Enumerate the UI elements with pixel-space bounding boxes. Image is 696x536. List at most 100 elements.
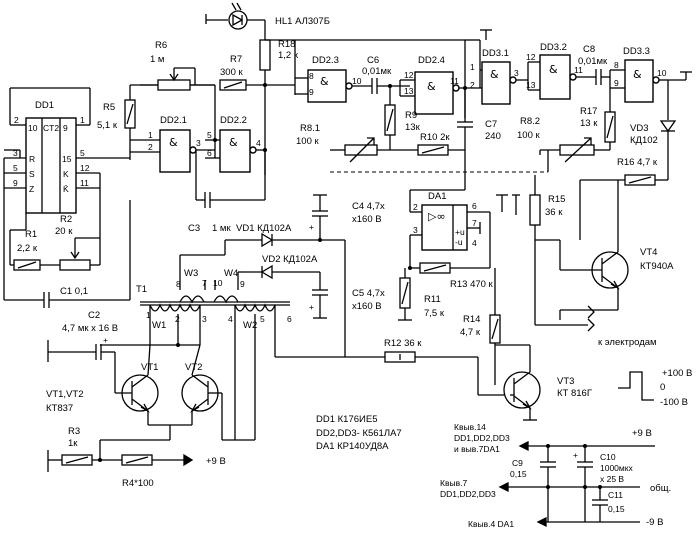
dd31-pin1: 1 — [470, 62, 475, 72]
c6-label: C6 — [367, 55, 379, 66]
pin-2: 2 — [14, 115, 19, 125]
dd33-label: DD3.3 — [623, 46, 650, 57]
dd32-pin12: 12 — [526, 52, 536, 62]
r7-label: R7 — [230, 54, 242, 65]
transistor-vt2: VT2 — [181, 344, 222, 425]
c4-label: C4 4,7х — [352, 201, 385, 212]
capacitor-c4: + C4 4,7х х160 В — [309, 194, 385, 242]
resistor-r9: R9 13к — [384, 84, 421, 150]
dd23-and: & — [320, 75, 329, 88]
capacitor-c6: C6 0,01мк — [352, 55, 410, 94]
pin-12: 12 — [80, 163, 90, 173]
vt3-value: КТ 816Г — [557, 388, 592, 399]
t1-pin10: 10 — [213, 278, 223, 288]
vd2-label: VD2 КД102А — [262, 254, 318, 265]
resistor-r18: R18 1,2 к — [259, 39, 299, 175]
pin-10: 10 — [28, 123, 38, 133]
r81-label: R8.1 — [300, 123, 320, 134]
dd33-pin10: 10 — [657, 68, 667, 78]
r2-value: 20 к — [55, 226, 73, 237]
c9-value: 0,15 — [510, 469, 527, 479]
c3-label: C3 — [188, 223, 200, 234]
da1-pin7: 7 — [472, 218, 477, 228]
k4-label: Квыв.4 DA1 — [468, 519, 514, 529]
vt12-value: КТ837 — [46, 403, 73, 414]
pin-5: 5 — [13, 163, 18, 173]
dd32-pin13: 13 — [526, 80, 536, 90]
capacitor-c3: C3 1 мк — [188, 150, 265, 234]
r4-label: R4*100 — [122, 478, 154, 489]
r9-label: R9 — [405, 110, 417, 121]
dd21-pin2: 2 — [148, 142, 153, 152]
gate-dd2-2: & 5 6 4 DD2.2 — [205, 85, 267, 200]
pin-11: 11 — [80, 178, 89, 188]
dd21-pin3: 3 — [196, 138, 201, 148]
capacitor-c1: C1 0,1 — [4, 200, 131, 308]
diode-vd3: VD3 КД102 — [630, 120, 677, 180]
vd1-label: VD1 КД102А — [236, 223, 292, 234]
r7-value: 300 к — [220, 67, 243, 78]
c5-value: х160 В — [352, 301, 382, 312]
pin-k-label: K — [63, 169, 69, 179]
r11-value: 7,5 к — [424, 308, 445, 319]
resistor-r10: R10 2к — [400, 132, 465, 156]
da1-plus: +u — [455, 227, 465, 237]
c2-plus: + — [103, 335, 108, 345]
gate-dd2-1: & 1 2 3 DD2.1 — [129, 115, 215, 173]
da1-pin2: 2 — [413, 202, 418, 212]
r3-value: 1к — [68, 438, 78, 449]
c5-plus: + — [309, 302, 314, 312]
potentiometer-r2: R2 20 к R1 2,2 к — [9, 213, 101, 271]
dd24-pin11: 11 — [450, 76, 459, 86]
capacitor-c7: C7 240 — [457, 86, 501, 150]
c8-value: 0,01мк — [578, 56, 608, 67]
dd23-label: DD2.3 — [312, 55, 339, 66]
vt1-label: VT1 — [141, 362, 158, 373]
r10-label: R10 2к — [420, 132, 450, 143]
w4-label: W4 — [224, 268, 238, 279]
dd32-pin11: 11 — [574, 65, 583, 75]
r12-label: R12 36 к — [384, 338, 422, 349]
w3-label: W3 — [184, 268, 198, 279]
power-supply-block: Квыв.14 DD1,DD2,DD3 и выв.7DA1 +9 В C9 0… — [440, 422, 671, 529]
c11-value: 0,15 — [608, 504, 625, 514]
dd22-pin5: 5 — [207, 130, 212, 140]
t1-label: T1 — [136, 284, 147, 295]
pulse-zero: 0 — [660, 382, 665, 393]
pin-s-label: S — [29, 169, 35, 179]
dd1-ct2: CT2 — [43, 123, 59, 133]
c10-value: 1000мкх — [600, 463, 633, 473]
pin-r-label: R — [29, 154, 35, 164]
dd21-label: DD2.1 — [160, 115, 187, 126]
capacitor-c5: + C5 4,7х х160 В — [309, 272, 385, 319]
pin-1: 1 — [80, 115, 85, 125]
gate-dd2-4: & 12 13 11 DD2.4 — [399, 55, 480, 115]
gate-dd2-3: & 8 9 10 DD2.3 — [295, 55, 362, 103]
k7-a: Квыв.7 — [440, 478, 467, 488]
dd31-and: & — [490, 68, 499, 81]
resistor-r16: R16 4,7 к — [580, 157, 668, 186]
minus9-label: -9 В — [646, 517, 663, 528]
led-hl1: HL1 АЛ307Б — [205, 2, 330, 40]
r9-value: 13к — [405, 122, 421, 133]
note-line3: DA1 КР140УД8А — [316, 441, 389, 452]
vt3-label: VT3 — [557, 376, 574, 387]
pin-15-inner: 15 — [62, 154, 72, 164]
t1-pin7: 7 — [202, 278, 207, 288]
r15-label: R15 — [548, 194, 565, 205]
gate-dd3-3: & 8 9 10 DD3.3 — [609, 46, 669, 120]
transistor-vt3: VT3 КТ 816Г — [495, 344, 592, 421]
dd31-pin2: 2 — [470, 80, 475, 90]
pulse-waveform: +100 В 0 -100 В — [618, 368, 692, 408]
dd32-label: DD3.2 — [540, 42, 567, 53]
transistor-vt1: VT1 — [115, 344, 159, 425]
k14-a: Квыв.14 — [454, 422, 486, 432]
resistor-r3: R3 1к — [47, 426, 122, 472]
vd3-label: VD3 — [630, 123, 648, 134]
opamp-da1: ▷∞ DA1 +u -u 2 3 6 7 4 — [409, 150, 491, 268]
w2-label: W2 — [243, 320, 257, 331]
da1-symbol: ▷∞ — [428, 210, 446, 223]
r82-value: 100 к — [517, 130, 540, 141]
t1-pin4: 4 — [228, 314, 233, 324]
